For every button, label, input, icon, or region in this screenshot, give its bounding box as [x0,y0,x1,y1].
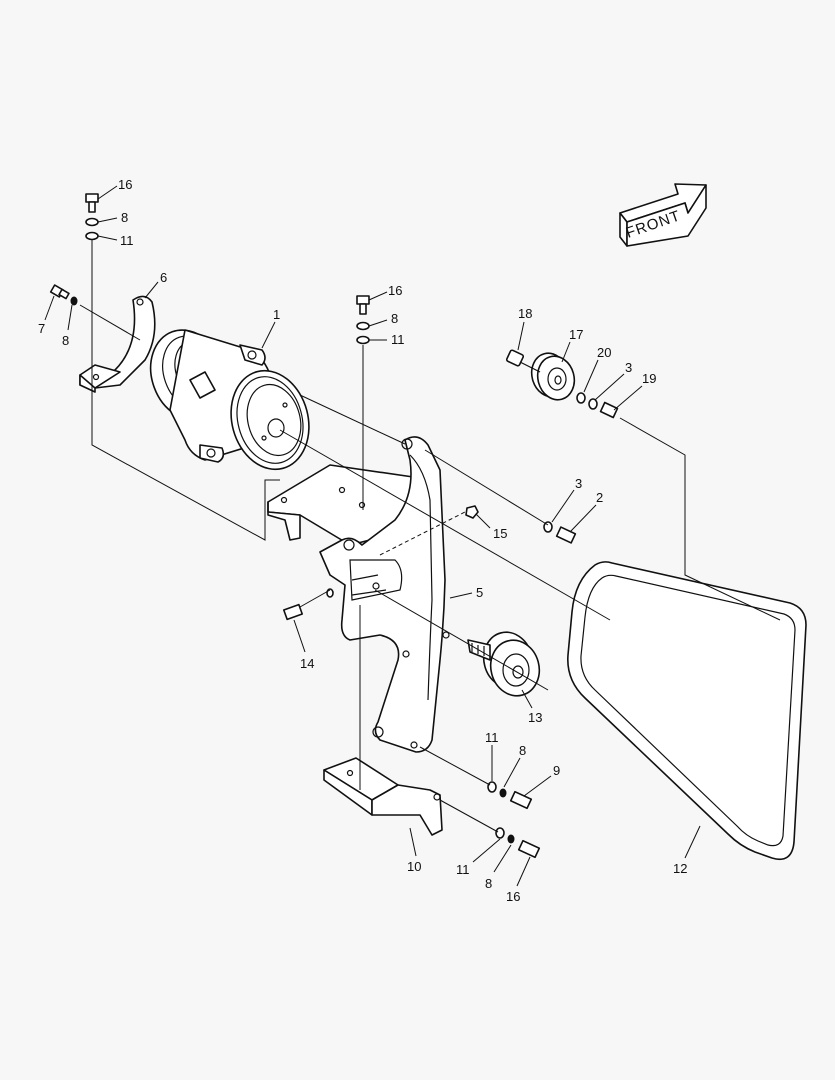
callout-19: 19 [642,371,656,386]
leader-lines [44,185,701,887]
callout-8: 8 [519,743,526,758]
callout-11: 11 [485,730,499,745]
callout-11: 11 [120,233,134,248]
callout-11: 11 [456,862,470,877]
assembly-lines [79,240,781,833]
callout-18: 18 [518,306,532,321]
callout-numbers: 16 8 11 6 7 8 1 16 8 11 18 17 20 3 19 3 … [38,177,687,904]
callout-3: 3 [625,360,632,375]
callout-10: 10 [407,859,421,874]
callout-8: 8 [485,876,492,891]
callout-3: 3 [575,476,582,491]
lower-bracket [323,757,443,836]
callout-16: 16 [118,177,132,192]
callout-16: 16 [388,283,402,298]
callout-2: 2 [596,490,603,505]
fastener-bolts [49,193,619,859]
callout-11: 11 [391,332,405,347]
tension-pulley-13 [467,631,541,697]
callout-7: 7 [38,321,45,336]
callout-15: 15 [493,526,507,541]
callout-6: 6 [160,270,167,285]
idler-pulley-upper [505,349,576,401]
callout-9: 9 [553,763,560,778]
ac-compressor [149,329,310,471]
callout-20: 20 [597,345,611,360]
callout-13: 13 [528,710,542,725]
callout-1: 1 [273,307,280,322]
callout-5: 5 [476,585,483,600]
callout-8: 8 [391,311,398,326]
compressor-strap-bracket [79,295,156,393]
callout-8: 8 [62,333,69,348]
callout-14: 14 [300,656,314,671]
callout-12: 12 [673,861,687,876]
drive-belt [567,561,807,861]
callout-17: 17 [569,327,583,342]
callout-16: 16 [506,889,520,904]
callout-8: 8 [121,210,128,225]
front-direction-arrow: FRONT [619,183,707,247]
